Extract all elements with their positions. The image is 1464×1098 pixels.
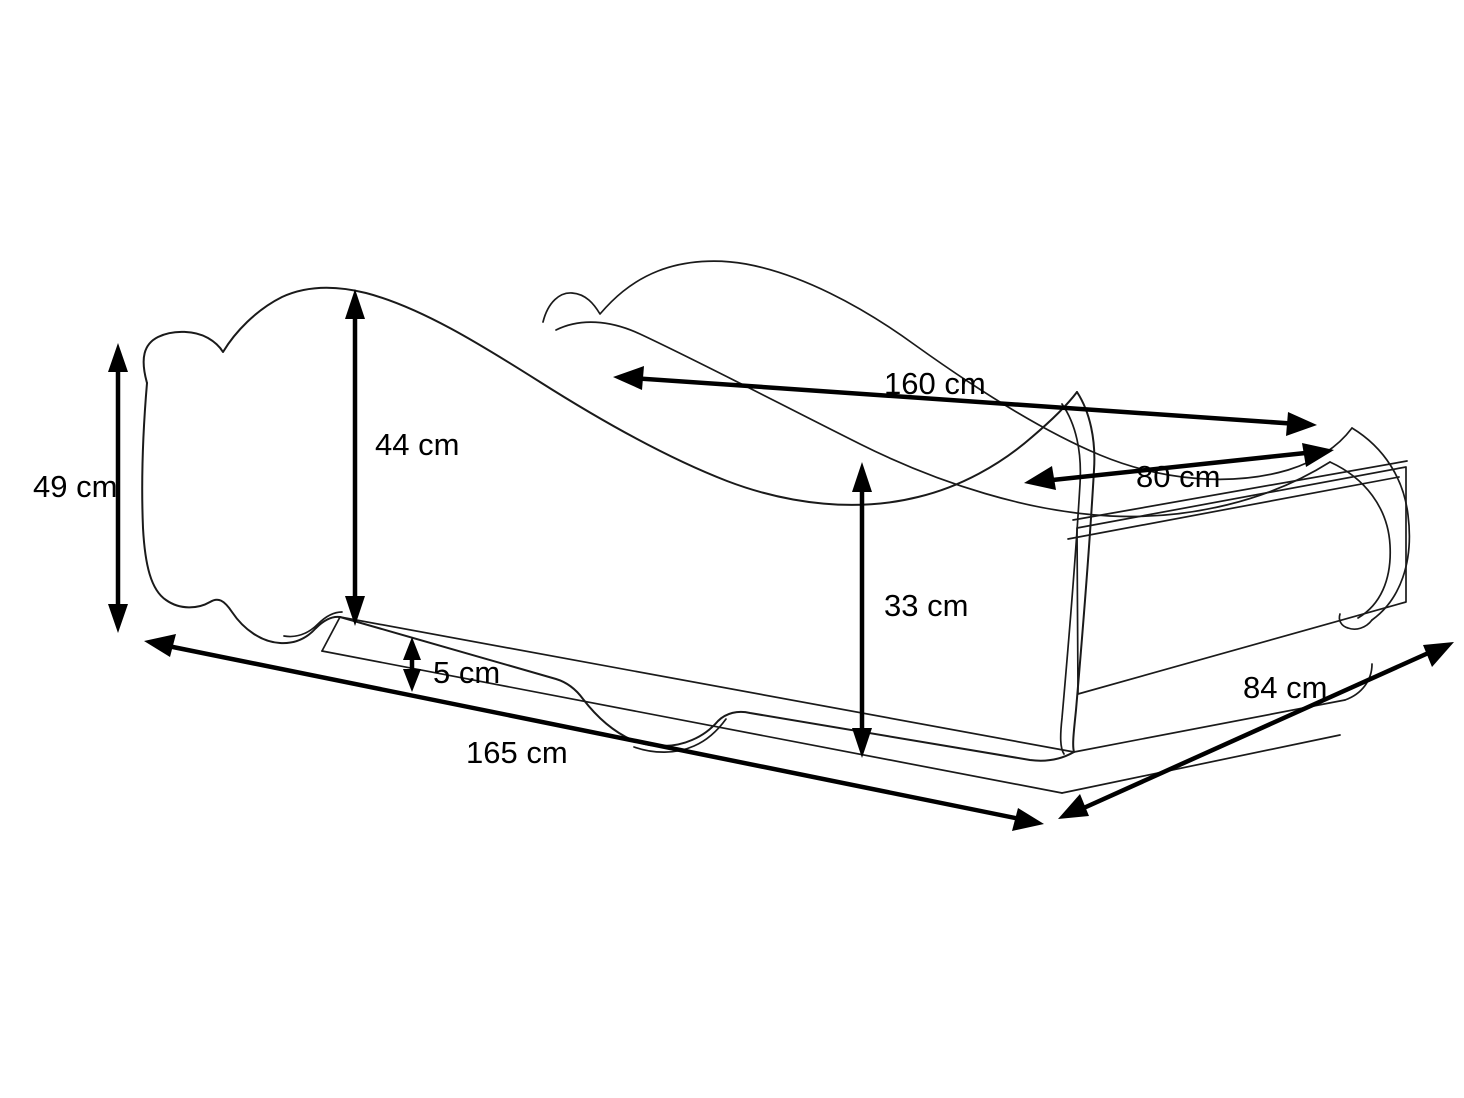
base-frame-left-edge [321,616,341,652]
dimension-5cm-label: 5 cm [433,655,500,690]
rear-panel-face [1076,466,1407,695]
dimension-33cm: 33 cm [852,462,968,758]
base-frame-rear-right-edge-2 [1061,734,1341,794]
rear-panel-top-edge-2 [1072,460,1408,521]
dimension-160cm: 160 cm [613,366,1317,436]
dimension-49cm-arrowhead-top [108,343,128,372]
near-side-front-arch-inner [283,611,343,638]
dimension-80cm-arrowhead-left [1024,466,1056,490]
dimension-5cm-arrowhead-top [403,637,421,660]
far-side-silhouette-inner [555,321,1331,518]
near-side-bottom-edge [315,615,1075,762]
dimension-5cm: 5 cm [403,637,500,692]
dimension-84cm-arrowhead-upper [1423,642,1454,667]
far-side-silhouette-outline [542,260,1353,481]
dimension-44cm-label: 44 cm [375,427,459,462]
near-side-front-edge [141,382,317,645]
dimension-80cm-line [1042,449,1316,484]
dimension-5cm-arrowhead-bottom [403,669,421,692]
dimension-160cm-arrowhead-right [1286,412,1317,436]
dimension-165cm-arrowhead-right [1012,808,1044,831]
dimension-80cm-arrowhead-right [1302,443,1334,467]
dimension-44cm-arrowhead-bottom [345,596,365,626]
dimension-33cm-arrowhead-bottom [852,728,872,758]
rear-foot-round [1344,663,1373,701]
near-side-rear-upright [1072,391,1096,753]
base-frame-top-face [339,616,1075,753]
dimension-49cm: 49 cm [33,343,128,633]
dimension-84cm-arrowhead-lower [1058,794,1089,819]
dimension-165cm-arrowhead-left [144,634,176,657]
rear-end-cap-inner [1329,461,1392,619]
dimension-160cm-arrowhead-left [613,366,644,390]
dimension-80cm-label: 80 cm [1136,459,1220,494]
dimension-84cm-line [1076,647,1436,814]
rear-end-cap-foot [1338,613,1373,630]
dimension-33cm-arrowhead-top [852,462,872,492]
dimension-160cm-label: 160 cm [884,366,986,401]
dimension-44cm-arrowhead-top [345,289,365,319]
near-side-rear-upright-inner [1059,403,1082,755]
dimension-84cm: 84 cm [1058,642,1454,819]
dimension-44cm: 44 cm [345,289,459,626]
rear-panel-top-edge [1067,476,1400,540]
dimension-49cm-arrowhead-bottom [108,604,128,633]
dimension-165cm-label: 165 cm [466,735,568,770]
dimension-84cm-label: 84 cm [1243,670,1327,705]
dimension-33cm-label: 33 cm [884,588,968,623]
near-side-rear-arch-inner [633,718,727,753]
dimension-165cm-line [162,642,1026,823]
base-frame-bottom-face [321,650,1063,794]
dimension-165cm: 165 cm [144,634,1044,831]
rear-end-cap-outer [1351,427,1411,621]
dimension-80cm: 80 cm [1024,443,1334,494]
dimension-160cm-line [631,375,1299,427]
near-side-panel-outline [142,286,1078,506]
dimension-49cm-label: 49 cm [33,469,117,504]
car-bed-body [141,260,1411,794]
